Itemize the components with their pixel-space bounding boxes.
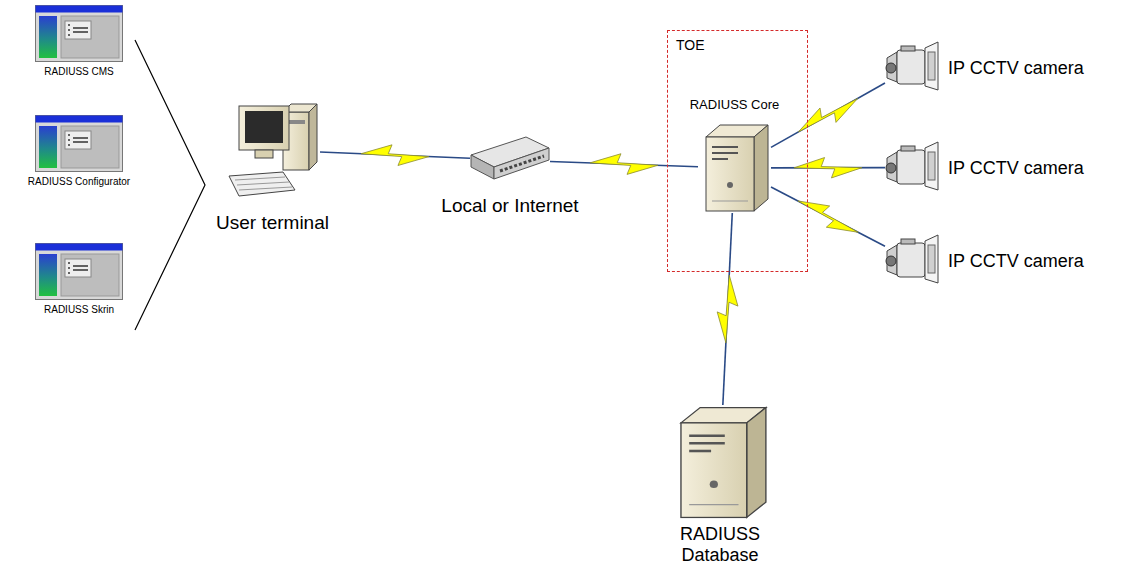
camera-drawing xyxy=(885,140,940,195)
lightning-bolt xyxy=(717,275,738,343)
link-line xyxy=(771,83,885,147)
server-drawing xyxy=(670,405,770,520)
node-label: RADIUSS Core xyxy=(690,98,780,113)
node-label: IP CCTV camera xyxy=(948,250,1084,271)
node-label: RADIUSS CMS xyxy=(44,66,113,78)
network-link xyxy=(771,83,885,147)
node-label: RADIUSS Skrin xyxy=(44,304,114,316)
sw-drawing xyxy=(470,135,550,185)
node-label: RADIUSS Configurator xyxy=(28,176,130,188)
computer-drawing xyxy=(225,100,320,200)
network-link xyxy=(320,145,470,166)
camera-drawing xyxy=(885,40,940,95)
lightning-bolt xyxy=(794,158,862,178)
lightning-bolt xyxy=(590,154,658,175)
server-drawing xyxy=(698,123,771,213)
computer-icon: User terminal xyxy=(225,100,320,200)
camera-drawing xyxy=(885,233,940,288)
server-icon: RADIUSS Core xyxy=(698,123,771,213)
camera-icon: IP CCTV camera xyxy=(885,233,940,288)
app-icon: RADIUSS CMS xyxy=(35,5,123,62)
server-icon: RADIUSS Database xyxy=(670,405,770,520)
network-link xyxy=(771,158,885,178)
node-label: Local or Internet xyxy=(441,195,578,217)
node-label: TOE xyxy=(676,37,705,53)
node-label: User terminal xyxy=(216,212,329,234)
camera-icon: IP CCTV camera xyxy=(885,40,940,95)
node-label: IP CCTV camera xyxy=(948,157,1084,178)
toe-boundary: TOE RADIUSS Core xyxy=(667,30,808,272)
lightning-bolt xyxy=(798,201,858,232)
bracket xyxy=(135,40,205,330)
app-drawing xyxy=(35,115,123,172)
camera-icon: IP CCTV camera xyxy=(885,140,940,195)
app-drawing xyxy=(35,243,123,300)
node-label: IP CCTV camera xyxy=(948,57,1084,78)
sw-icon: Local or Internet xyxy=(470,135,550,185)
node-label: RADIUSS Database xyxy=(673,524,768,565)
app-icon: RADIUSS Skrin xyxy=(35,243,123,300)
app-drawing xyxy=(35,5,123,62)
link-line xyxy=(771,187,885,246)
network-link xyxy=(550,154,698,175)
lightning-bolt xyxy=(361,145,429,166)
app-icon: RADIUSS Configurator xyxy=(35,115,123,172)
network-link xyxy=(717,213,738,405)
network-link xyxy=(771,187,885,246)
